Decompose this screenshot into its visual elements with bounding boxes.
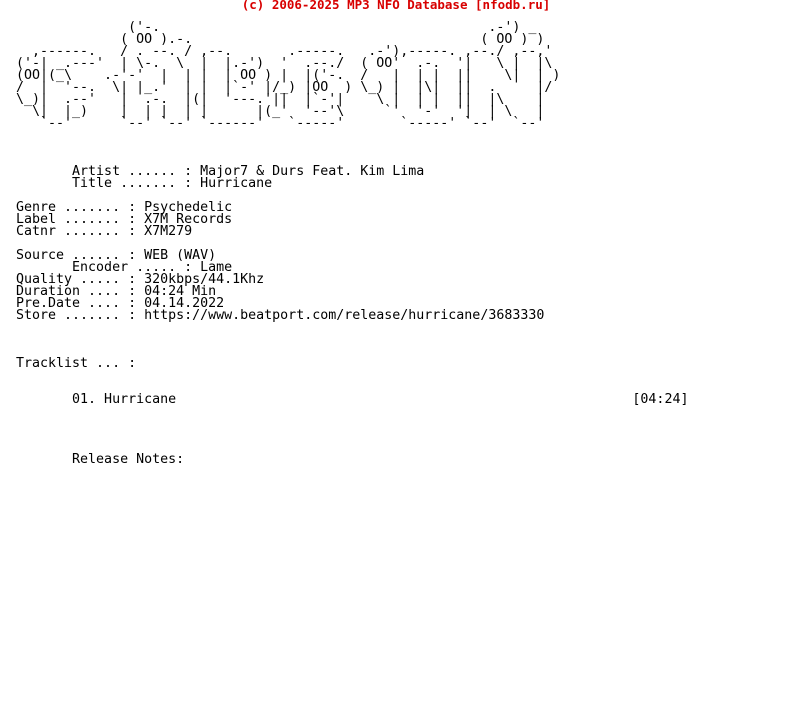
site-copyright-header: (c) 2006-2025 MP3 NFO Database [nfodb.ru… (241, 0, 551, 12)
ascii-art-line: (OO|(_\ .-'-' | | | | OO ) | |('-. / | |… (16, 68, 561, 83)
nfo-line: Tracklist ... : (16, 356, 137, 371)
nfo-line: Source ...... : WEB (WAV) (16, 248, 217, 263)
nfo-line (16, 430, 688, 442)
nfo-line (16, 418, 688, 430)
ascii-art-line: / | '--. \| |_.' | | |`-' |/_) |OO ) \_)… (16, 80, 553, 95)
nfo-line: Pre.Date .... : 04.14.2022 (16, 296, 225, 311)
nfo-line: Release Notes: (16, 452, 185, 467)
ascii-art-line: ('-| _.---' | \-. \ | |.-') ' .--./ ( OO… (16, 56, 553, 71)
nfo-line: Genre ....... : Psychedelic (16, 200, 233, 215)
nfo-text-block: ('-. .-') _ ( OO ).-. ( OO ) ) ,------. … (16, 20, 689, 467)
ascii-art-line: ,------. / . --. / ,--. .-----. .-'),---… (16, 44, 553, 59)
nfo-line (16, 130, 688, 142)
nfo-line: Quality ..... : 320kbps/44.1Khz (16, 272, 265, 287)
nfo-line: Encoder ..... : Lame (16, 260, 233, 275)
ascii-art-line: \| |_) | | | | | |(_' '--'\ `' '-' '| | … (16, 104, 545, 119)
nfo-line (16, 322, 688, 334)
nfo-line: Title ....... : Hurricane (16, 176, 273, 191)
nfo-line (16, 142, 688, 154)
nfo-line (16, 370, 688, 382)
nfo-line: Duration .... : 04:24 Min (16, 284, 217, 299)
nfo-line (16, 334, 688, 346)
nfo-line: Label ....... : X7M Records (16, 212, 233, 227)
ascii-art-line: ('-. .-') _ (16, 20, 537, 35)
ascii-art-line: `--' `--' `--' `------' `-----' `-----' … (16, 116, 545, 131)
ascii-art-line: \_)| .--' | .-. |(| '---.'|| |`-'| \ | |… (16, 92, 545, 107)
nfo-line: 01. Hurricane [04:24] (16, 392, 689, 407)
nfo-line: Artist ...... : Major7 & Durs Feat. Kim … (16, 164, 425, 179)
nfo-line: Store ....... : https://www.beatport.com… (16, 308, 545, 323)
ascii-art-line: ( OO ).-. ( OO ) ) (16, 32, 545, 47)
nfo-line (16, 406, 688, 418)
nfo-line: Catnr ....... : X7M279 (16, 224, 193, 239)
